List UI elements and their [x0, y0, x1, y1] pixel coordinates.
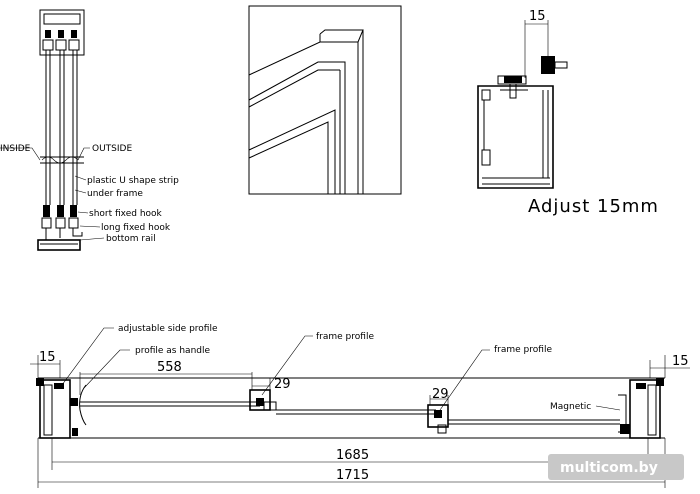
watermark: multicom.by: [548, 454, 684, 480]
side-section-view: INSIDE OUTSIDE plastic U shape strip und…: [0, 9, 179, 251]
frame-profile-label-1: frame profile: [316, 332, 374, 342]
dim-1685: 1685: [336, 448, 369, 463]
detail-dimension: 15: [529, 9, 546, 24]
long-hook-label: long fixed hook: [101, 223, 171, 233]
adjust-text: Adjust 15mm: [528, 196, 659, 217]
watermark-text: multicom.by: [560, 460, 658, 476]
magnetic-label: Magnetic: [550, 402, 591, 412]
u-strip-label: plastic U shape strip: [87, 176, 179, 186]
dim-29-a: 29: [274, 377, 291, 392]
inside-label: INSIDE: [0, 144, 31, 154]
dim-right-15: 15: [672, 354, 689, 369]
dim-558: 558: [157, 360, 182, 375]
adjustable-side-profile-label: adjustable side profile: [118, 324, 218, 334]
short-hook-label: short fixed hook: [89, 209, 163, 219]
under-frame-label: under frame: [87, 189, 143, 199]
profile-as-handle-label: profile as handle: [135, 346, 210, 356]
bottom-rail-label: bottom rail: [106, 234, 156, 244]
corner-perspective-view: [248, 5, 402, 195]
dim-1715: 1715: [336, 468, 369, 483]
plan-view: 15 558 29 29 15 1685 1715 adjustable sid…: [30, 324, 690, 488]
dim-left-15: 15: [39, 350, 56, 365]
profile-detail-view: 15 Adjust 15mm: [477, 9, 659, 217]
outside-label: OUTSIDE: [92, 144, 132, 154]
dim-29-b: 29: [432, 387, 449, 402]
frame-profile-label-2: frame profile: [494, 345, 552, 355]
